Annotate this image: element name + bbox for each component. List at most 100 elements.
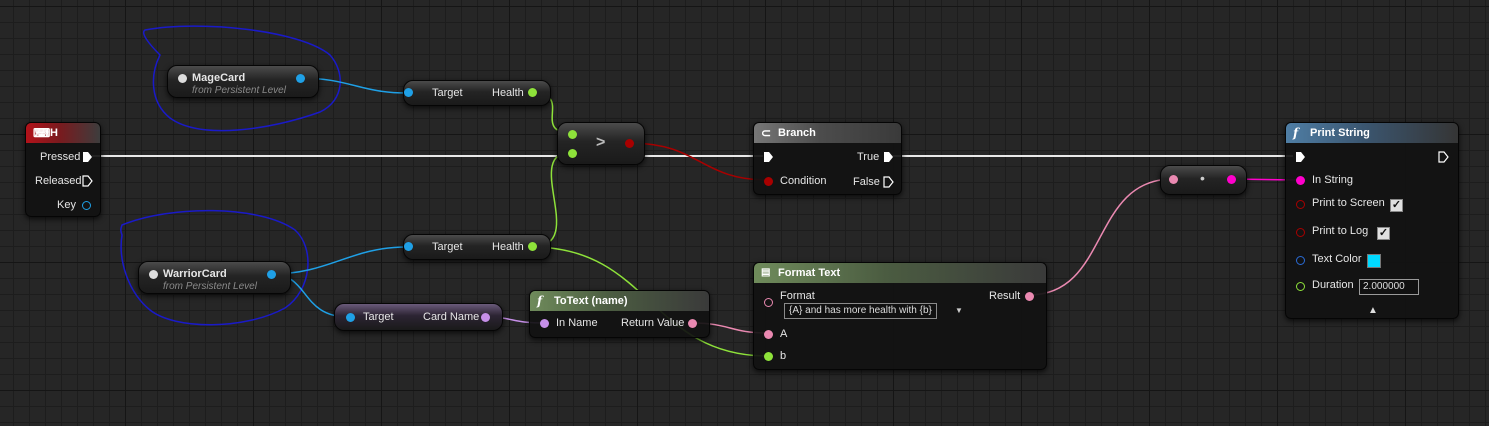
annotation-circle-warriorcard	[120, 209, 309, 326]
compare-input-b-pin[interactable]	[568, 149, 577, 158]
wire-compare-condition	[629, 142, 769, 181]
compare-input-a-pin[interactable]	[568, 130, 577, 139]
true-label: True	[857, 151, 880, 163]
annotation-circle-magecard	[143, 25, 341, 132]
magecard-output-pin[interactable]	[296, 74, 305, 83]
pressed-exec-pin[interactable]	[82, 151, 93, 163]
text-color-label: Text Color	[1312, 253, 1362, 265]
totext-name-node[interactable]: f ToText (name) In Name Return Value	[529, 290, 710, 338]
print-to-screen-checkbox[interactable]: ✓	[1390, 199, 1403, 212]
print-to-log-pin[interactable]	[1296, 228, 1305, 237]
warriorcard-output-pin[interactable]	[267, 270, 276, 279]
key-label: Key	[57, 199, 76, 211]
get-card-name-node[interactable]: Target Card Name	[334, 303, 503, 331]
print-string-node[interactable]: f Print String In String Print to Screen…	[1285, 122, 1459, 319]
reference-dot-icon	[178, 74, 187, 83]
branch-title: Branch	[778, 127, 816, 139]
key-pin[interactable]	[82, 201, 91, 210]
target-pin[interactable]	[404, 242, 413, 251]
duration-input[interactable]: 2.000000	[1359, 279, 1419, 295]
conversion-input-pin[interactable]	[1169, 175, 1178, 184]
duration-pin[interactable]	[1296, 282, 1305, 291]
print-string-title: Print String	[1310, 127, 1370, 139]
a-pin[interactable]	[764, 330, 773, 339]
result-pin[interactable]	[1025, 292, 1034, 301]
b-label: b	[780, 350, 787, 362]
false-exec-pin[interactable]	[883, 176, 894, 188]
health-output-pin[interactable]	[528, 242, 537, 251]
target-label: Target	[432, 87, 463, 99]
text-to-string-conversion-node[interactable]: •	[1160, 165, 1247, 195]
keyboard-event-icon: ⌨	[33, 126, 51, 140]
print-exec-in-pin[interactable]	[1295, 151, 1306, 163]
magecard-reference-node[interactable]: MageCard from Persistent Level	[167, 65, 319, 98]
released-label: Released	[35, 175, 82, 187]
warriorcard-subtitle: from Persistent Level	[163, 281, 257, 292]
true-exec-pin[interactable]	[883, 151, 894, 163]
format-text-input[interactable]: {A} and has more health with {b}	[784, 303, 937, 319]
format-text-node[interactable]: ▤ Format Text Format {A} and has more he…	[753, 262, 1047, 370]
format-label: Format	[780, 290, 815, 302]
condition-label: Condition	[780, 175, 827, 187]
health-label: Health	[492, 241, 524, 253]
function-icon: f	[537, 294, 543, 308]
condition-pin[interactable]	[764, 177, 773, 186]
format-pin[interactable]	[764, 298, 773, 307]
key-event-node[interactable]: ⌨ H Pressed Released Key	[25, 122, 101, 217]
key-event-header: ⌨ H	[26, 123, 100, 143]
branch-header: ⊂ Branch	[754, 123, 901, 143]
target-label: Target	[363, 311, 394, 323]
released-exec-pin[interactable]	[82, 175, 93, 187]
totext-header: f ToText (name)	[530, 291, 709, 311]
reference-dot-icon	[149, 270, 158, 279]
pressed-label: Pressed	[40, 151, 81, 163]
return-value-pin[interactable]	[688, 319, 697, 328]
wire-health-bottom-compare	[531, 151, 573, 248]
branch-exec-in-pin[interactable]	[763, 151, 774, 163]
key-event-title: H	[50, 127, 58, 139]
health-label: Health	[492, 87, 524, 99]
print-to-log-checkbox[interactable]: ✓	[1377, 227, 1390, 240]
in-name-pin[interactable]	[540, 319, 549, 328]
print-to-log-label: Print to Log	[1312, 225, 1369, 237]
in-string-pin[interactable]	[1296, 176, 1305, 185]
wire-warrior-target	[270, 246, 408, 275]
get-health-node-bottom[interactable]: Target Health	[403, 234, 551, 260]
target-label: Target	[432, 241, 463, 253]
target-pin[interactable]	[404, 88, 413, 97]
format-text-header: ▤ Format Text	[754, 263, 1046, 283]
card-name-output-pin[interactable]	[481, 313, 490, 322]
b-pin[interactable]	[764, 352, 773, 361]
conversion-dot: •	[1200, 170, 1205, 186]
duration-label: Duration	[1312, 279, 1354, 291]
warriorcard-reference-node[interactable]: WarriorCard from Persistent Level	[138, 261, 291, 294]
compare-output-pin[interactable]	[625, 139, 634, 148]
format-text-icon: ▤	[761, 267, 771, 278]
branch-node[interactable]: ⊂ Branch True Condition False	[753, 122, 902, 195]
totext-title: ToText (name)	[554, 295, 628, 307]
text-color-pin[interactable]	[1296, 256, 1305, 265]
get-health-node-top[interactable]: Target Health	[403, 80, 551, 106]
format-dropdown-icon[interactable]: ▼	[955, 306, 963, 315]
magecard-name: MageCard	[192, 72, 246, 84]
result-label: Result	[989, 290, 1021, 302]
in-string-label: In String	[1312, 174, 1353, 186]
conversion-output-pin[interactable]	[1227, 175, 1236, 184]
a-label: A	[780, 328, 788, 340]
card-name-label: Card Name	[423, 311, 480, 323]
print-to-screen-pin[interactable]	[1296, 200, 1305, 209]
expand-arrow-icon[interactable]: ▲	[1368, 305, 1378, 316]
warriorcard-name: WarriorCard	[163, 268, 227, 280]
greater-than-node[interactable]: >	[557, 122, 645, 165]
target-pin[interactable]	[346, 313, 355, 322]
print-to-screen-label: Print to Screen	[1312, 197, 1385, 209]
text-color-swatch[interactable]	[1367, 254, 1381, 268]
magecard-subtitle: from Persistent Level	[192, 85, 286, 96]
print-exec-out-pin[interactable]	[1438, 151, 1449, 163]
health-output-pin[interactable]	[528, 88, 537, 97]
return-value-label: Return Value	[621, 317, 685, 329]
false-label: False	[853, 176, 880, 188]
function-icon: f	[1293, 126, 1299, 140]
greater-than-symbol: >	[596, 134, 606, 151]
